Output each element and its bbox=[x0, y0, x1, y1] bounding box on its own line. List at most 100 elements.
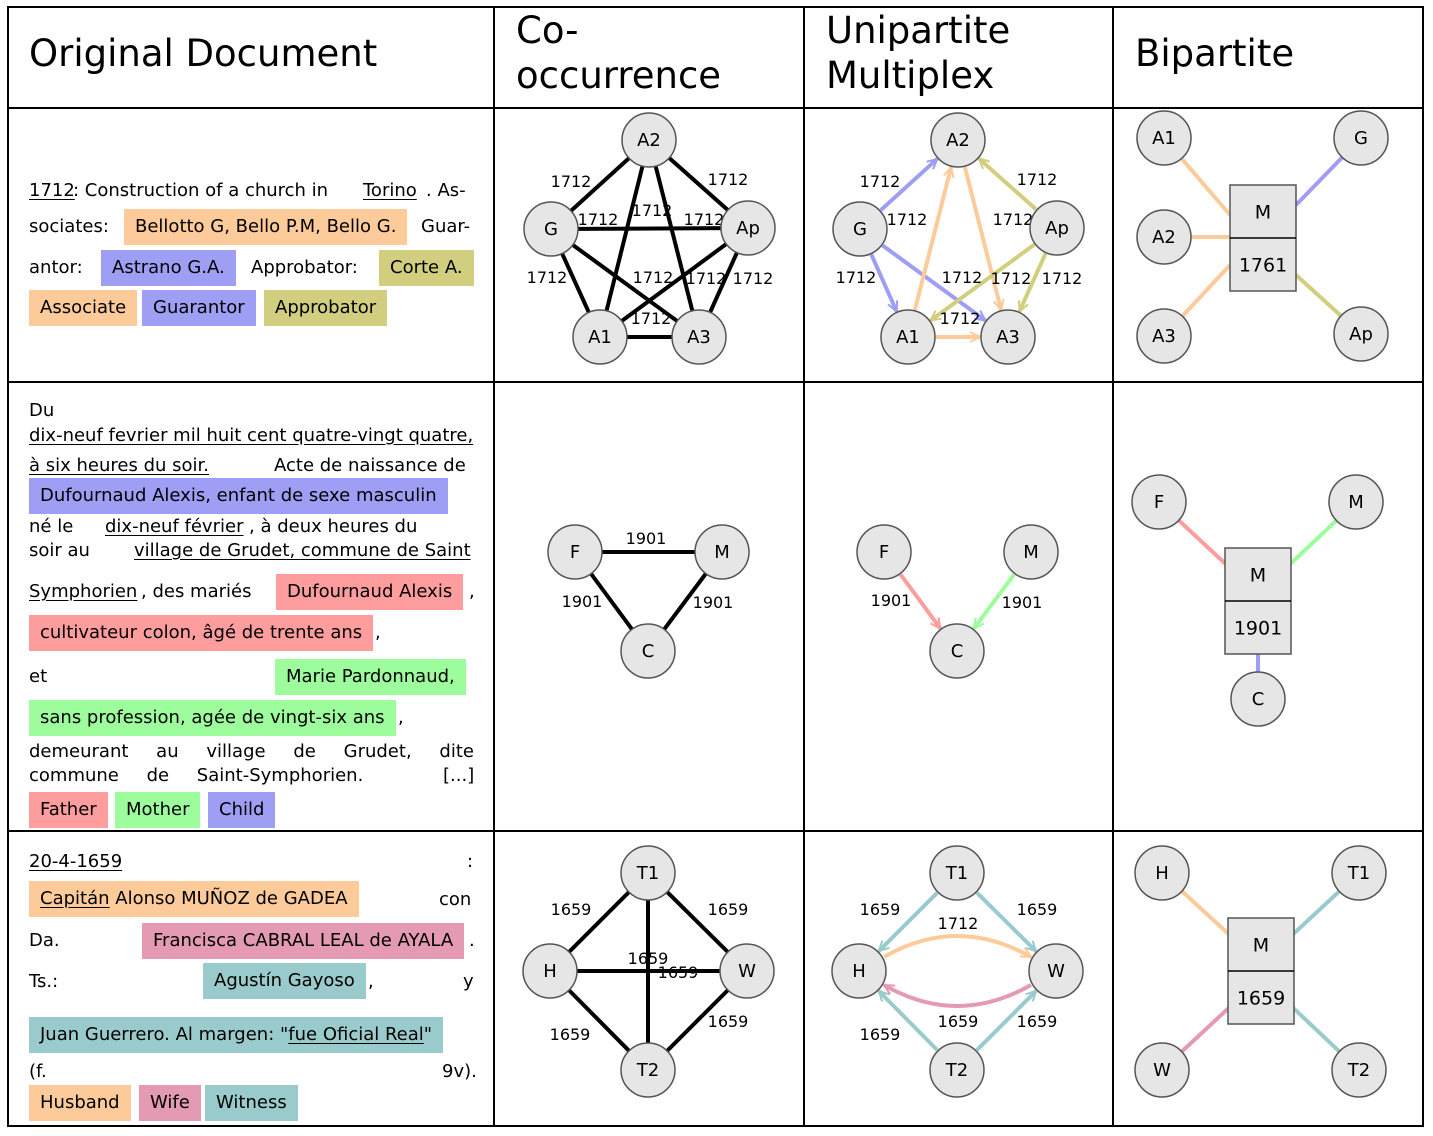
uni2-node-f bbox=[856, 524, 912, 580]
uni1-edge-label-7: 1712 bbox=[1042, 269, 1083, 288]
cooc3-node-w-label: W bbox=[738, 961, 756, 982]
cooc2-node-c-label: C bbox=[642, 641, 655, 662]
uni1-edge-a2-a3 bbox=[962, 166, 1001, 310]
row1-divider bbox=[7, 381, 1424, 383]
col-divider-3 bbox=[1112, 6, 1114, 1127]
header-unipartite-line2: Multiplex bbox=[826, 54, 995, 97]
cooc1-node-ap-label: Ap bbox=[736, 218, 760, 239]
bip1-node-a2 bbox=[1136, 209, 1192, 265]
bip3-record-top-label: M bbox=[1253, 935, 1269, 957]
cooc1-node-a1 bbox=[572, 309, 628, 365]
bip2-record-top-label: M bbox=[1250, 565, 1266, 587]
legend-wife: Wife bbox=[139, 1085, 201, 1121]
row2-line7: demeurant au village de Grudet, dite bbox=[29, 741, 474, 762]
uni2-edge-m-c bbox=[972, 573, 1016, 628]
cooc1-edge-G-Ap bbox=[550, 226, 749, 231]
bip1-node-a1-label: A1 bbox=[1152, 128, 1176, 149]
row2-line6b: , des mariés bbox=[141, 581, 252, 602]
cooc3-node-t1 bbox=[620, 845, 676, 901]
cooc1-edge-label-9: 1712 bbox=[631, 309, 672, 328]
legend-associate: Associate bbox=[29, 290, 138, 326]
row2-child-highlight: Dufournaud Alexis, enfant de sexe mascul… bbox=[29, 478, 448, 514]
bip3-record-bottom-label: 1659 bbox=[1237, 988, 1285, 1010]
row1-approbator-highlight: Corte A. bbox=[379, 250, 474, 286]
legend-witness: Witness bbox=[205, 1085, 298, 1121]
cooc3-edge-label-1: 1659 bbox=[708, 900, 749, 919]
table-left-border bbox=[7, 6, 9, 1127]
cooc1-node-a2-label: A2 bbox=[637, 130, 661, 151]
cooc2-edge-label-0: 1901 bbox=[626, 529, 667, 548]
row2-mother-highlight-2: sans profession, agée de vingt-six ans bbox=[29, 700, 396, 736]
header-cooccurrence: Co- occurrence bbox=[516, 8, 721, 98]
cooc2-node-m-label: M bbox=[714, 542, 730, 563]
row3-f: (f. bbox=[29, 1061, 47, 1082]
uni3-node-t1-label: T1 bbox=[945, 863, 968, 884]
uni2-edge-label-1: 1901 bbox=[1002, 593, 1043, 612]
uni2-node-c-label: C bbox=[951, 641, 964, 662]
uni1-edge-label-4: 1712 bbox=[836, 268, 877, 287]
cooc1-node-g bbox=[523, 201, 579, 257]
cooc1-node-g-label: G bbox=[544, 219, 558, 240]
bip2-node-f-label: F bbox=[1154, 492, 1164, 513]
uni1-edge-g-a3 bbox=[881, 243, 986, 323]
uni2-edge-label-0: 1901 bbox=[871, 591, 912, 610]
uni3-edge-label-4: 1659 bbox=[1017, 1012, 1058, 1031]
uni1-node-a2 bbox=[930, 112, 986, 168]
cooc1-node-a3 bbox=[671, 309, 727, 365]
row3-wife-highlight: Francisca CABRAL LEAL de AYALA bbox=[142, 923, 465, 959]
cooc2-node-m bbox=[694, 524, 750, 580]
uni3-node-t2 bbox=[929, 1042, 985, 1098]
uni1-edge-ap-a3 bbox=[1017, 252, 1048, 312]
uni3-node-w bbox=[1028, 943, 1084, 999]
cooc2-node-f bbox=[547, 524, 603, 580]
row3-fv: 9v). bbox=[442, 1061, 477, 1082]
uni3-edge-label-0: 1659 bbox=[860, 900, 901, 919]
cooc3-node-t2-label: T2 bbox=[636, 1060, 659, 1081]
bip2-node-m-label: M bbox=[1348, 492, 1364, 513]
row2-line8a: commune de Saint-Symphorien. bbox=[29, 765, 364, 786]
bip2-node-m bbox=[1328, 474, 1384, 530]
row2-comma3: , bbox=[398, 707, 404, 728]
uni3-node-t2-label: T2 bbox=[945, 1060, 968, 1081]
uni3-edge-label-2: 1659 bbox=[938, 1012, 979, 1031]
row3-husband-highlight: Capitán Alonso MUÑOZ de GADEA bbox=[29, 881, 359, 917]
cooc1-edge-label-8: 1712 bbox=[733, 269, 774, 288]
uni3-edge-label-3: 1659 bbox=[860, 1025, 901, 1044]
bip3-node-t2 bbox=[1331, 1042, 1387, 1098]
row2-birth-date: dix-neuf février bbox=[105, 516, 244, 537]
cooc1-node-a3-label: A3 bbox=[687, 327, 711, 348]
row2-divider bbox=[7, 830, 1424, 832]
row2-line4a: né le bbox=[29, 516, 74, 537]
row1-place: Torino bbox=[363, 180, 417, 201]
row3-witness-highlight-1: Agustín Gayoso bbox=[203, 963, 366, 999]
cooc3-node-h bbox=[522, 943, 578, 999]
bip3-node-t2-label: T2 bbox=[1347, 1060, 1370, 1081]
cooc1-edge-A2-A1 bbox=[598, 139, 651, 338]
cooc1-node-a2 bbox=[621, 112, 677, 168]
cooc1-edge-label-6: 1712 bbox=[633, 268, 674, 287]
uni3-edge-w-h bbox=[884, 983, 1032, 1008]
bip1-node-a3-label: A3 bbox=[1152, 326, 1176, 347]
row3-y: y bbox=[463, 971, 474, 992]
col-divider-2 bbox=[803, 6, 805, 1127]
uni1-node-a3-label: A3 bbox=[996, 327, 1020, 348]
col-divider-1 bbox=[493, 6, 495, 1127]
header-unipartite: Unipartite Multiplex bbox=[826, 8, 1010, 98]
uni1-node-a1 bbox=[880, 309, 936, 365]
bip1-node-g-label: G bbox=[1354, 128, 1368, 149]
uni3-edge-t2-w bbox=[975, 991, 1036, 1052]
cooc3-edge-label-2: 1659 bbox=[628, 949, 669, 968]
row2-line5a: soir au bbox=[29, 540, 90, 561]
row3-husband-title: Capitán bbox=[40, 888, 110, 909]
table-bottom-border bbox=[7, 1125, 1424, 1127]
row2-father-highlight-1: Dufournaud Alexis bbox=[276, 574, 464, 610]
row3-witness2-text: Juan Guerrero. Al margen: " bbox=[40, 1024, 289, 1045]
uni1-node-a3 bbox=[980, 309, 1036, 365]
legend-father: Father bbox=[29, 792, 108, 828]
uni1-edge-label-0: 1712 bbox=[860, 172, 901, 191]
header-original-document: Original Document bbox=[29, 32, 378, 75]
bip3-node-t1 bbox=[1331, 845, 1387, 901]
legend-husband: Husband bbox=[29, 1085, 131, 1121]
header-divider bbox=[7, 107, 1424, 109]
uni1-edge-label-1: 1712 bbox=[1017, 170, 1058, 189]
